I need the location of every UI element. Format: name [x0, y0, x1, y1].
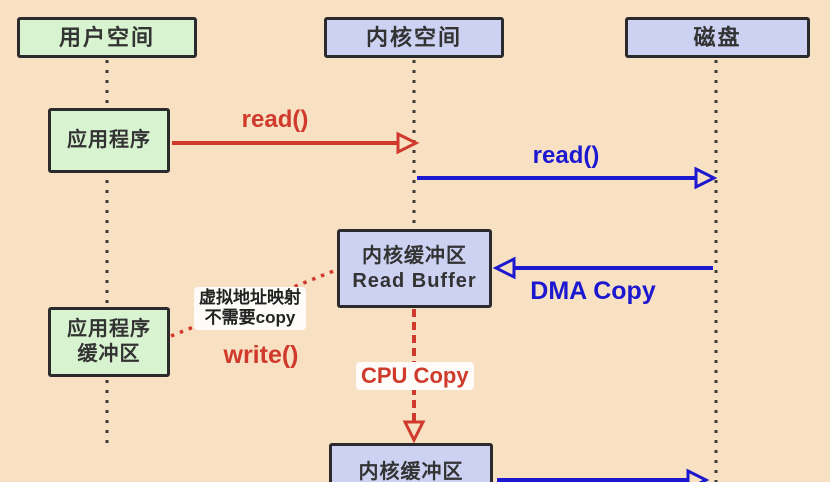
label-cpu-copy: CPU Copy [356, 362, 474, 390]
lane-header-kernel-space: 内核空间 [324, 17, 504, 58]
dma-copy-arrowhead [492, 256, 516, 280]
node-application-label: 应用程序 [67, 129, 151, 151]
node-kernel-buffer-2: 内核缓冲区 [329, 443, 493, 482]
node-application-buffer-label-line2: 缓冲区 [77, 343, 141, 365]
bottom-dma-arrowhead [686, 468, 710, 482]
lane-header-disk: 磁盘 [625, 17, 810, 58]
label-read-syscall: read() [241, 106, 309, 133]
label-dma-copy: DMA Copy [530, 277, 656, 305]
node-application: 应用程序 [48, 108, 170, 173]
label-virtual-address-mapping: 虚拟地址映射 不需要copy [194, 287, 306, 330]
lane-header-user-space: 用户空间 [17, 17, 197, 58]
node-application-buffer: 应用程序 缓冲区 [48, 307, 170, 377]
node-kernel-read-buffer-label-en: Read Buffer [352, 269, 477, 292]
node-kernel-read-buffer: 内核缓冲区 Read Buffer [337, 229, 492, 308]
node-kernel-buffer-2-label: 内核缓冲区 [358, 461, 464, 482]
label-virtual-address-mapping-line2: 不需要copy [204, 308, 296, 328]
label-read-disk: read() [532, 142, 600, 169]
node-kernel-read-buffer-label-cn: 内核缓冲区 [362, 244, 467, 267]
node-application-buffer-label-line1: 应用程序 [67, 318, 151, 340]
lane-header-kernel-space-label: 内核空间 [365, 24, 462, 50]
cpu-copy-arrowhead [402, 420, 426, 444]
label-write-syscall: write() [223, 341, 299, 369]
label-virtual-address-mapping-line1: 虚拟地址映射 [199, 288, 301, 307]
lane-header-user-space-label: 用户空间 [58, 24, 155, 50]
read-syscall-arrowhead [396, 131, 420, 155]
read-disk-arrowhead [694, 166, 718, 190]
lane-header-disk-label: 磁盘 [693, 24, 742, 50]
